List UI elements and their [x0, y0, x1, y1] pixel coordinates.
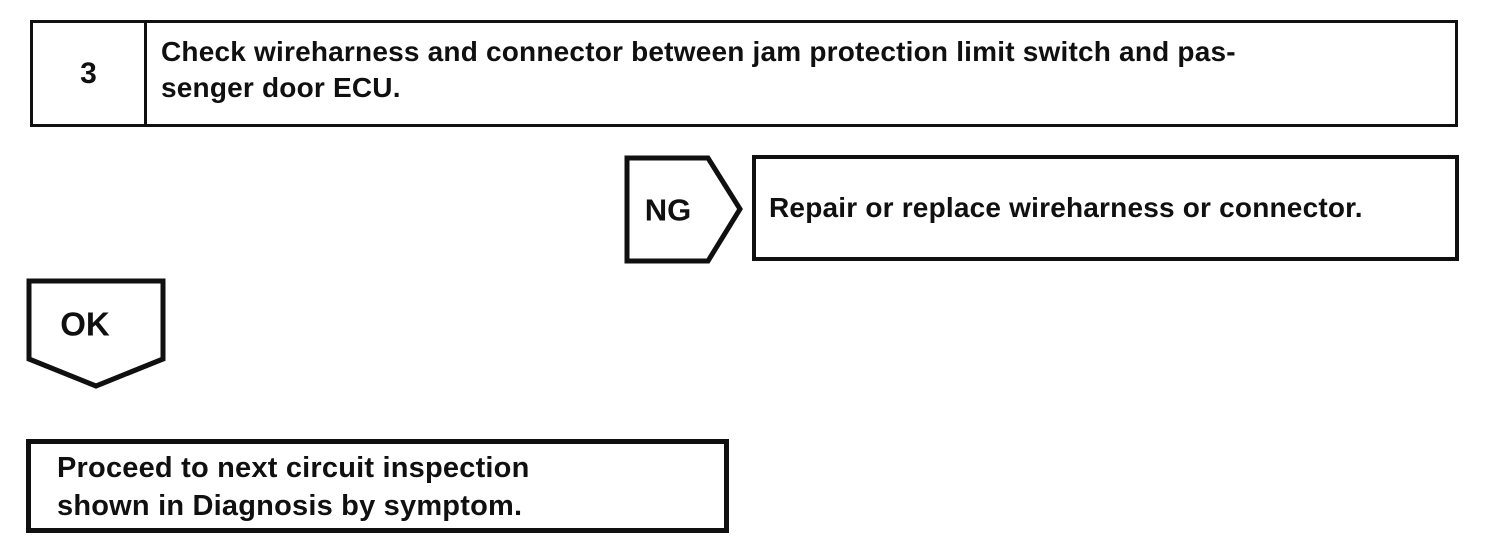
ng-result-box: Repair or replace wireharness or connect… — [752, 155, 1459, 261]
ok-label: OK — [60, 306, 110, 343]
outcome-line: shown in Diagnosis by symptom. — [57, 490, 523, 522]
step-instruction: Check wireharness and connector between … — [147, 23, 1252, 124]
ok-pentagon-outline — [26, 278, 166, 389]
ok-outcome-box: Proceed to next circuit inspection shown… — [26, 439, 729, 533]
step-number: 3 — [80, 56, 97, 90]
ng-pentagon-outline — [624, 155, 743, 264]
outcome-line: Proceed to next circuit inspection — [57, 452, 530, 484]
step-number-cell: 3 — [33, 23, 147, 124]
step-box: 3 Check wireharness and connector betwee… — [30, 20, 1458, 127]
ng-action-text: Repair or replace wireharness or connect… — [769, 192, 1363, 223]
ng-connector-shape: NG — [624, 155, 743, 264]
step-instruction-line: Check wireharness and connector between … — [161, 36, 1236, 67]
step-instruction-line: senger door ECU. — [161, 72, 401, 103]
ng-label: NG — [645, 193, 692, 228]
ok-connector-shape: OK — [26, 278, 166, 389]
